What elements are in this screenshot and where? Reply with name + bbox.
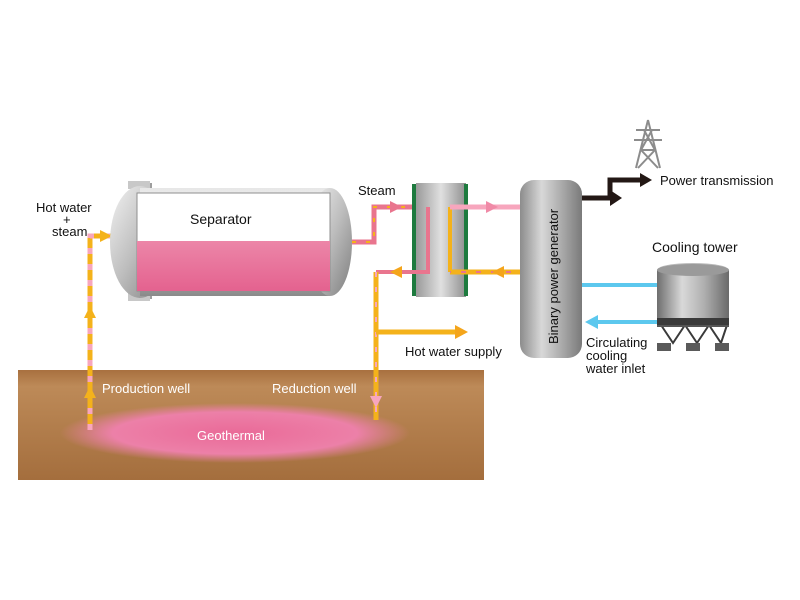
power-line bbox=[582, 173, 652, 206]
plus-label: + bbox=[63, 212, 71, 227]
production-well-label: Production well bbox=[102, 381, 190, 396]
separator-liquid bbox=[137, 241, 330, 291]
arrow-up-icon bbox=[84, 306, 96, 318]
cooling-water-lines bbox=[582, 283, 657, 329]
binary-power-generator-label: Binary power generator bbox=[546, 208, 561, 344]
arrow-left-icon bbox=[492, 266, 504, 278]
geothermal-reservoir bbox=[60, 403, 410, 463]
separator-label: Separator bbox=[190, 211, 252, 227]
hot-water-supply-label: Hot water supply bbox=[405, 344, 502, 359]
arrow-up-icon bbox=[84, 386, 96, 398]
arrow-right-icon bbox=[610, 190, 622, 206]
circulating-label-3: water inlet bbox=[585, 361, 646, 376]
hot-water-supply-pipe bbox=[376, 325, 468, 339]
power-transmission-tower-icon bbox=[634, 119, 662, 169]
arrow-down-icon bbox=[370, 396, 382, 408]
circulating-label-2: cooling bbox=[586, 348, 627, 363]
arrow-right-icon bbox=[640, 173, 652, 187]
arrow-right-icon bbox=[455, 325, 468, 339]
arrow-left-icon bbox=[585, 315, 598, 329]
arrow-left-icon bbox=[390, 266, 402, 278]
hot-water-label: Hot water bbox=[36, 200, 92, 215]
arrow-right-icon bbox=[100, 230, 112, 242]
arrow-right-icon bbox=[486, 201, 498, 213]
cooling-tower bbox=[657, 263, 729, 351]
production-pipe bbox=[84, 230, 112, 430]
power-transmission-label: Power transmission bbox=[660, 173, 773, 188]
working-fluid-loop bbox=[450, 201, 526, 278]
heat-exchanger bbox=[376, 183, 468, 297]
circulating-label-1: Circulating bbox=[586, 335, 647, 350]
geothermal-label: Geothermal bbox=[197, 428, 265, 443]
cooling-tower-label: Cooling tower bbox=[652, 239, 738, 255]
reinjection-pipe bbox=[370, 266, 402, 420]
steam-pipe bbox=[352, 201, 428, 245]
reduction-well-label: Reduction well bbox=[272, 381, 357, 396]
steam-label: Steam bbox=[358, 183, 396, 198]
binary-power-generator bbox=[520, 180, 582, 358]
steam-input-label: steam bbox=[52, 224, 87, 239]
separator-tank bbox=[110, 181, 352, 301]
arrow-right-icon bbox=[390, 201, 402, 213]
